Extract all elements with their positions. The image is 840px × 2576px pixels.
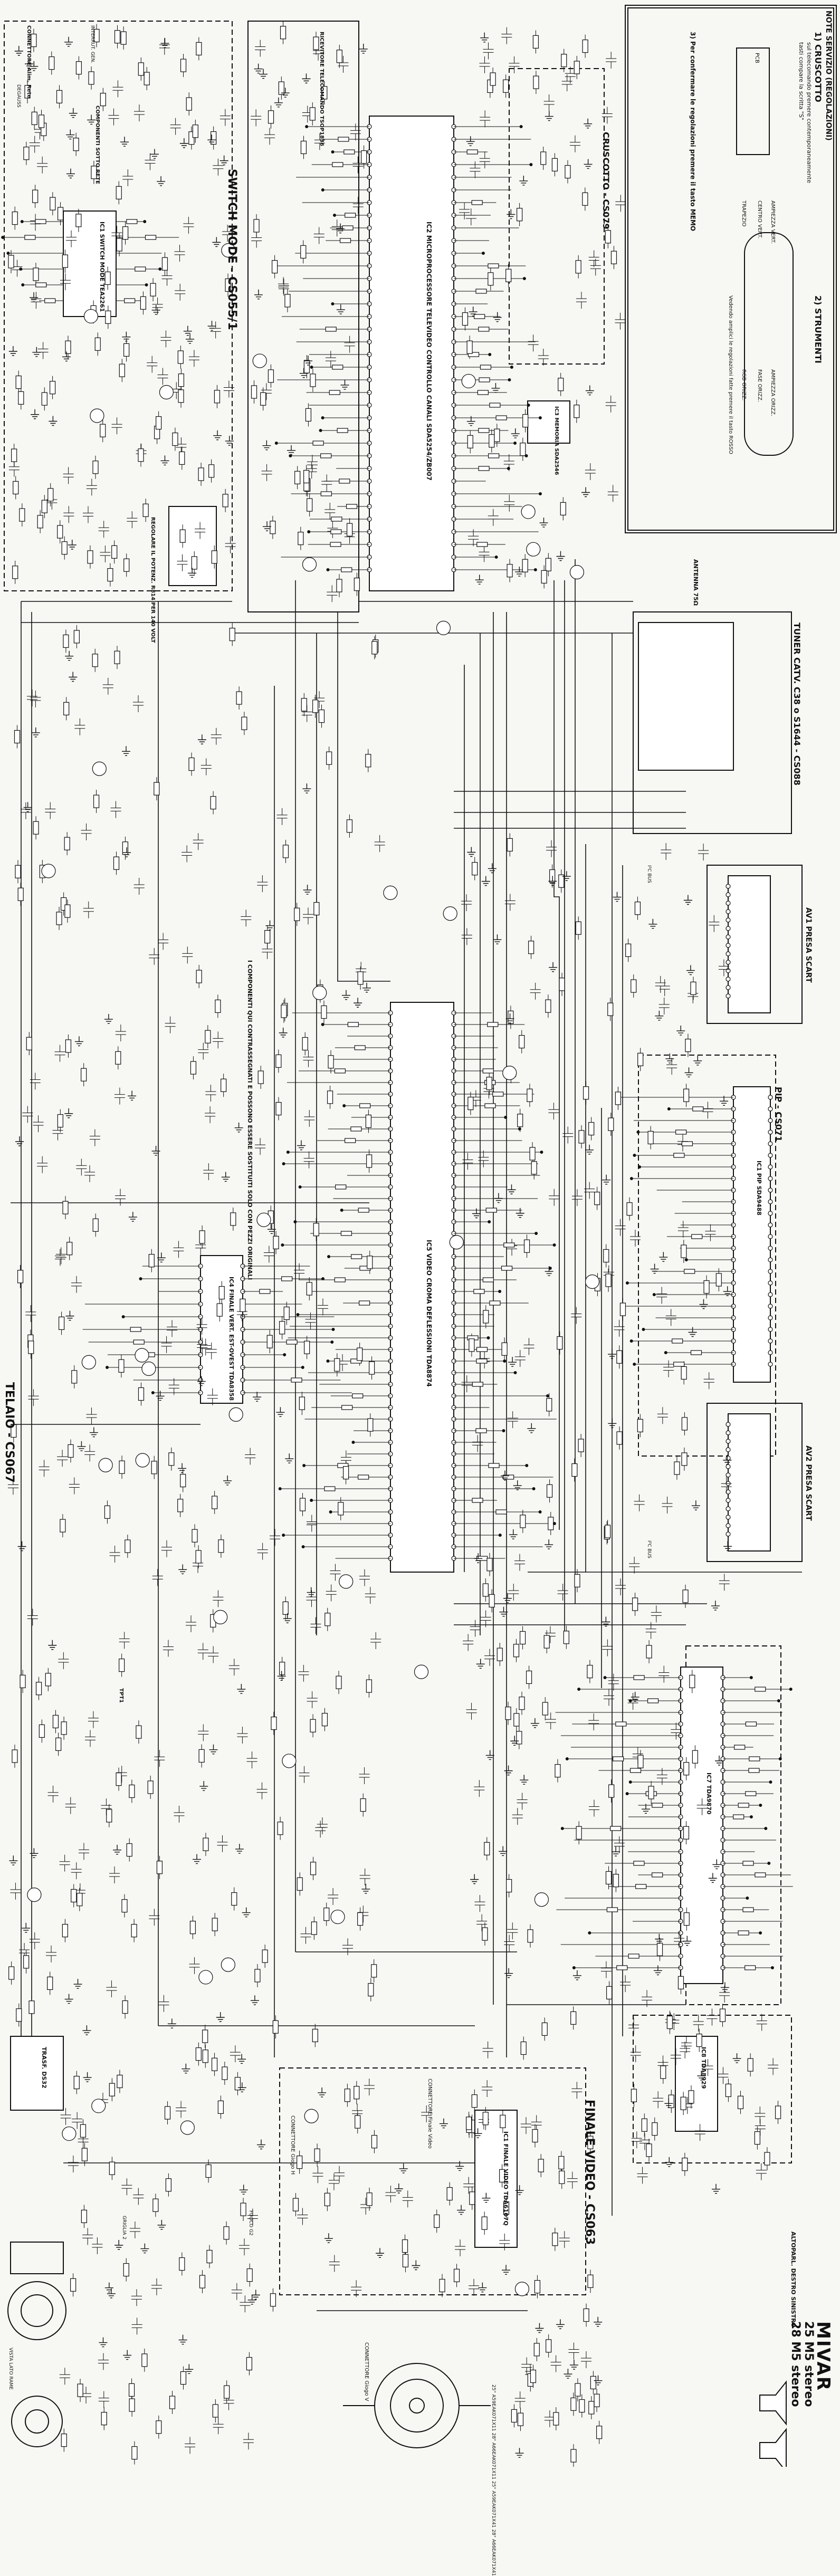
giogo-v-label: CONNETTORE Giogo V (364, 2342, 369, 2401)
section-cruscotto: CRUSCOTTO - CS079 (601, 132, 611, 229)
note-componenti: I COMPONENTI QUI CONTRASSEGNATI E POSSON… (246, 960, 253, 1280)
ic2-label: IC2 MICROPROCESSORE TELEVIDEO CONTROLLO … (425, 222, 433, 481)
notes-header: NOTE SERVIZIO (REGOLAZIONI) (824, 11, 833, 141)
giogo-h-label: CONNETTORE Giogo H (290, 2115, 295, 2175)
transformer-symbol (7, 2242, 66, 2447)
tpt-label: TPT1 (118, 1688, 124, 1703)
notes-step2-note: Vedendo amplici le regolazioni fatte pre… (728, 295, 733, 454)
finale-video-conn-label: CONNETTORE Finale Video (427, 2079, 433, 2149)
ic5-label: IC5 VIDEO CROMA DEFLESSIONI TDA8874 (425, 1240, 433, 1387)
pcb-diagram (736, 47, 770, 155)
i2c-bus-label-1: I²C BUS (646, 865, 652, 883)
notes-step3: 3) Per confermare le regolazioni premere… (689, 32, 696, 232)
section-switch-mode: SWITCH MODE - CS055/1 (225, 169, 238, 330)
ic-bodies (10, 116, 771, 2248)
section-pip: PIP - CS071 (774, 1087, 784, 1142)
ic-pip-label: IC1 PIP SDA9488 (756, 1161, 762, 1215)
regolare-label: REGOLARE IL POTENZ. R814 PER 140 VOLT (150, 517, 156, 643)
notes-step1-line1: sul telecomando premere contemporaneamen… (806, 42, 813, 184)
ic8-label: IC8 TDA8929 (700, 2047, 707, 2089)
av2-label: AV2 PRESA SCART (804, 1445, 813, 1521)
i2c-bus-label-2: I²C BUS (646, 1540, 652, 1558)
model-2: 28 M5 stereo (789, 2321, 802, 2407)
crt-icon (343, 2363, 491, 2448)
degauss-label: DEGAUSS (16, 84, 21, 108)
notes-step2-title: 2) STRUMENTI (813, 295, 823, 363)
ic3-label: IC3 MEMORIA SDA2546 (553, 406, 559, 475)
section-frames (4, 5, 837, 2295)
cinescopio-label: 25" A59EAK071X11 28" A66EAK071X11 25" A5… (491, 2385, 496, 2576)
ic4-label: IC4 FINALE VERT. EST-OVEST TDA8358 (228, 1277, 235, 1401)
ricevitore-label: RICEVITORE TELECOMANDO TSOP1836 (319, 32, 324, 147)
remote-control-icon (744, 232, 794, 456)
fuoco-label: FUOCO G2 (248, 2210, 253, 2236)
passive-components (8, 26, 781, 2463)
vista-lato-rame: VISTA LATO RAME (8, 2348, 13, 2390)
trasf-label: TRASF. DS32 (41, 2047, 47, 2089)
altoparlanti-label: ALTOPARL. DESTRO SINISTRO (790, 2232, 797, 2328)
speaker-icon (759, 2380, 787, 2467)
model-1: 25 M5 stereo (802, 2321, 815, 2407)
section-telaio: TELAIO - CS067 (3, 1382, 16, 1483)
griglia-label: GRIGLIA 2 (121, 2216, 127, 2240)
section-tuner: TUNER CATV. C38 o S1644 - CS088 (792, 623, 802, 786)
notes-step1-title: 1) CRUSCOTTO (813, 32, 823, 102)
schematic-sheet (1, 5, 837, 2467)
notes-step1-line2: tasti compare la scritta "S" (798, 42, 805, 121)
bus-lines (11, 559, 802, 2311)
brand-title: MIVAR (813, 2321, 834, 2391)
ground-icon (8, 32, 741, 2458)
notes-item-trapezio: TRAPEZIO (741, 200, 747, 227)
ic1-label: IC1 SWITCH MODE TEA2261 (99, 222, 106, 312)
ic-video-label: IC1 FINALE VIDEO TDA6107Q (502, 2131, 509, 2226)
interrut-label: INTERRUT. GEN. (90, 25, 95, 64)
connettore-rete-label: CONNETTORE Alim. Rete (26, 25, 32, 99)
ic7-label: IC7 TDA9870 (705, 1773, 712, 1815)
av1-label: AV1 PRESA SCART (804, 907, 813, 983)
antenna-label: ANTENNA 75Ω (692, 559, 699, 606)
componenti-rete-label: COMPONENTI SOTTO RETE (94, 106, 100, 184)
section-finale-video: FINALE VIDEO - CS063 (583, 2100, 596, 2245)
junction-dots (1, 125, 793, 1969)
